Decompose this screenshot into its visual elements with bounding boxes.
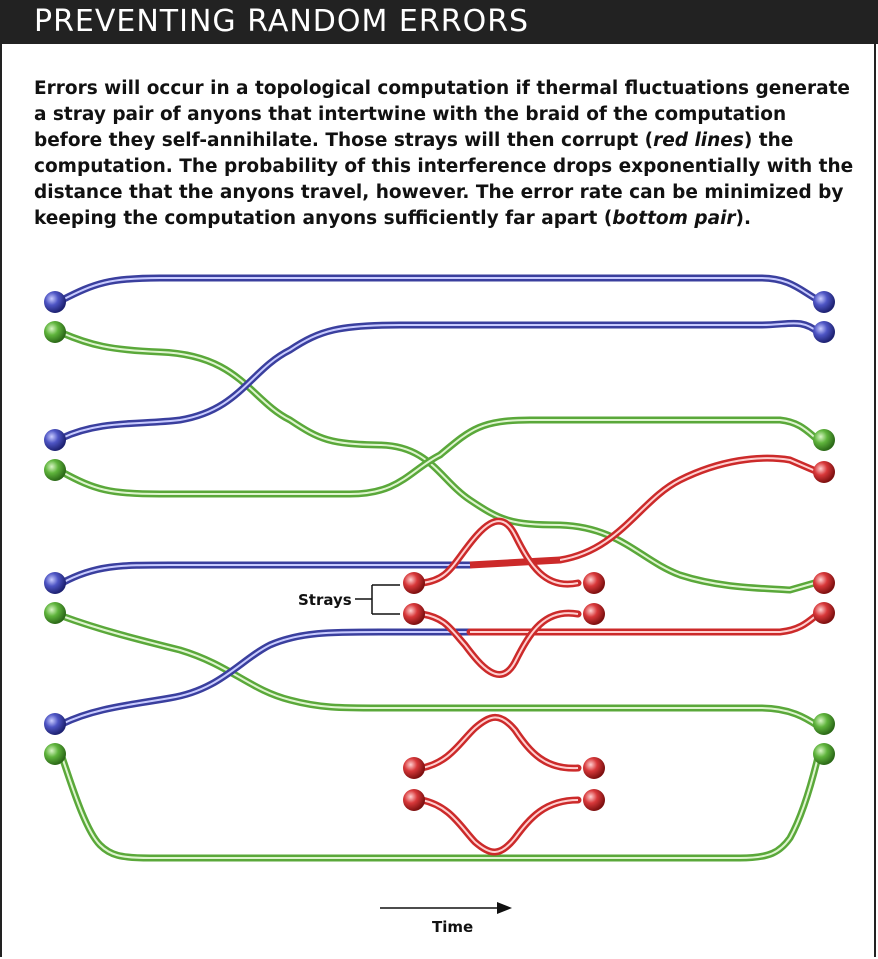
green-anyon xyxy=(813,713,835,735)
blue-strand xyxy=(58,274,822,304)
blue-anyon xyxy=(44,291,66,313)
red-anyon xyxy=(403,757,425,779)
green-anyon xyxy=(44,321,66,343)
red-stray-loop-isolated xyxy=(418,713,582,772)
green-strand xyxy=(58,416,822,498)
caption-emphasis-bottom-pair: bottom pair xyxy=(612,208,736,229)
blue-strand-highlight xyxy=(61,631,470,725)
green-anyon xyxy=(813,429,835,451)
anyons-left xyxy=(44,291,66,765)
blue-anyon xyxy=(813,291,835,313)
red-stray-loop-isolated-highlight xyxy=(421,716,579,770)
red-anyon xyxy=(813,461,835,483)
red-strand xyxy=(556,454,822,564)
red-anyon xyxy=(813,572,835,594)
blue-strand-highlight xyxy=(61,322,819,439)
green-strand xyxy=(58,329,822,594)
red-anyon xyxy=(403,789,425,811)
green-anyon xyxy=(44,602,66,624)
strays-bracket xyxy=(355,584,400,615)
red-anyon xyxy=(403,572,425,594)
strays-label: Strays xyxy=(298,591,352,609)
red-stray-loop-isolated xyxy=(418,796,582,856)
red-strand xyxy=(466,610,822,636)
red-stray-loop-highlight xyxy=(421,612,579,676)
blue-anyon xyxy=(44,713,66,735)
caption-text-3: ). xyxy=(735,208,752,229)
blue-anyon xyxy=(44,429,66,451)
time-axis: Time xyxy=(380,902,512,936)
caption-emphasis-red-lines: red lines xyxy=(653,130,744,151)
blue-anyon xyxy=(44,572,66,594)
red-anyon xyxy=(813,602,835,624)
green-strand-wide-loop-highlight xyxy=(61,756,819,859)
red-anyon xyxy=(583,603,605,625)
green-strand-highlight xyxy=(61,615,819,727)
caption-text-1: Errors will occur in a topological compu… xyxy=(34,78,850,151)
red-anyon xyxy=(583,757,605,779)
green-anyon xyxy=(44,459,66,481)
braid-group-1 xyxy=(58,274,822,594)
green-strand-highlight xyxy=(61,332,819,592)
red-anyon xyxy=(583,572,605,594)
red-strand-highlight xyxy=(559,457,819,561)
red-strand xyxy=(469,556,561,569)
red-stray-loop xyxy=(418,609,582,678)
green-anyon xyxy=(44,743,66,765)
red-stray-loop-isolated-highlight xyxy=(421,799,579,853)
time-arrow-head xyxy=(497,902,512,914)
green-strand-highlight xyxy=(61,419,819,495)
title-bar: PREVENTING RANDOM ERRORS xyxy=(0,0,878,44)
green-anyon xyxy=(813,743,835,765)
blue-strand-highlight xyxy=(61,277,819,301)
braid-group-2 xyxy=(58,517,822,730)
blue-strand-highlight xyxy=(61,564,470,584)
red-anyon xyxy=(583,789,605,811)
caption-text-2: ) the computation. The probability of th… xyxy=(34,130,854,229)
red-anyon xyxy=(403,603,425,625)
figure-caption: Errors will occur in a topological compu… xyxy=(34,76,854,232)
red-stray-loop-highlight xyxy=(421,520,579,586)
strays-callout: Strays xyxy=(298,584,400,615)
time-label: Time xyxy=(432,918,473,936)
anyons-strays xyxy=(403,572,605,811)
figure-title: PREVENTING RANDOM ERRORS xyxy=(34,4,530,39)
anyons-right xyxy=(813,291,835,765)
blue-anyon xyxy=(813,321,835,343)
braid-group-3 xyxy=(58,713,822,862)
